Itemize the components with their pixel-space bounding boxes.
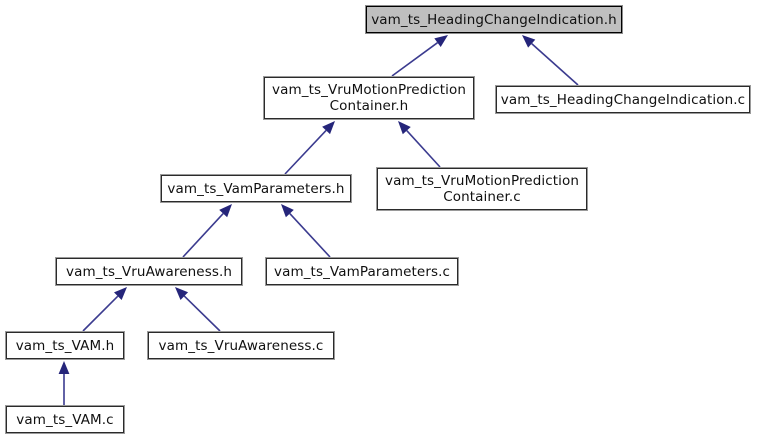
- node-label: vam_ts_VamParameters.h: [167, 180, 345, 197]
- edge-arrowhead: [175, 287, 189, 300]
- edge-arrowhead: [219, 204, 232, 218]
- edge-arrowhead: [322, 121, 335, 135]
- graph-node-vru-awareness-h[interactable]: vam_ts_VruAwareness.h: [55, 257, 243, 286]
- node-label: vam_ts_VruMotionPrediction Container.c: [385, 173, 580, 205]
- graph-node-vam-parameters-c[interactable]: vam_ts_VamParameters.c: [265, 257, 459, 286]
- graph-node-vam-c[interactable]: vam_ts_VAM.c: [5, 405, 125, 434]
- node-label: vam_ts_HeadingChangeIndication.h: [371, 11, 617, 28]
- graph-node-vam-parameters-h[interactable]: vam_ts_VamParameters.h: [160, 174, 352, 203]
- edge-arrowhead: [398, 121, 411, 135]
- node-label: vam_ts_VAM.c: [16, 411, 114, 428]
- edge-arrowhead: [58, 361, 70, 374]
- edge-line: [82, 295, 119, 332]
- edge-line: [406, 130, 441, 168]
- edge-arrowhead: [113, 287, 127, 301]
- edge-line: [289, 213, 331, 258]
- edge-arrowhead: [522, 35, 536, 48]
- node-label: vam_ts_VAM.h: [15, 337, 115, 354]
- edge-line: [284, 129, 327, 175]
- edge-line: [182, 213, 224, 258]
- node-label: vam_ts_HeadingChangeIndication.c: [500, 91, 746, 108]
- graph-node-heading-change-indication-c[interactable]: vam_ts_HeadingChangeIndication.c: [495, 85, 751, 114]
- node-label: vam_ts_VruMotionPrediction Container.h: [272, 82, 467, 114]
- edge-line: [531, 43, 579, 86]
- edge-line: [183, 295, 221, 332]
- node-label: vam_ts_VamParameters.c: [273, 263, 451, 280]
- graph-node-vru-motion-prediction-container-h[interactable]: vam_ts_VruMotionPrediction Container.h: [263, 76, 475, 120]
- edge-arrowhead: [281, 204, 294, 218]
- graph-node-vru-motion-prediction-container-c[interactable]: vam_ts_VruMotionPrediction Container.c: [376, 167, 588, 211]
- node-label: vam_ts_VruAwareness.c: [158, 337, 324, 354]
- node-label: vam_ts_VruAwareness.h: [65, 263, 233, 280]
- graph-node-heading-change-indication-h[interactable]: vam_ts_HeadingChangeIndication.h: [365, 5, 623, 34]
- edge-arrowhead: [434, 35, 448, 48]
- edge-line: [391, 42, 438, 77]
- graph-node-vru-awareness-c[interactable]: vam_ts_VruAwareness.c: [147, 331, 335, 360]
- graph-node-vam-h[interactable]: vam_ts_VAM.h: [5, 331, 125, 360]
